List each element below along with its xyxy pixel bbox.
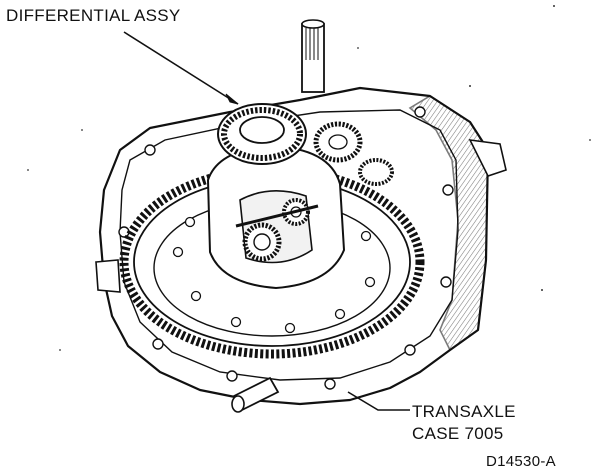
input-shaft bbox=[301, 23, 325, 93]
differential-assy-label: DIFFERENTIAL ASSY bbox=[6, 6, 181, 25]
second-gear bbox=[358, 158, 394, 186]
input-shaft-end bbox=[301, 19, 325, 29]
input-shaft-splines bbox=[305, 28, 319, 60]
differential-leader bbox=[123, 31, 239, 105]
transaxle-case-label-line1: TRANSAXLE bbox=[412, 402, 516, 421]
drive-gear-hub bbox=[328, 134, 348, 150]
transaxle-case-label-line2: CASE 7005 bbox=[412, 424, 504, 443]
figure-code-label: D14530-A bbox=[486, 453, 556, 470]
side-bearing-bore bbox=[239, 116, 285, 144]
mounting-lug-right bbox=[468, 139, 507, 177]
pinion-shaft bbox=[235, 204, 319, 228]
mounting-lug-left bbox=[95, 259, 121, 293]
case-leader bbox=[347, 391, 410, 411]
output-shaft-end bbox=[231, 395, 245, 413]
ring-gear-bolts bbox=[172, 216, 376, 334]
differential-arrowhead bbox=[225, 93, 239, 105]
scan-noise bbox=[27, 5, 591, 351]
